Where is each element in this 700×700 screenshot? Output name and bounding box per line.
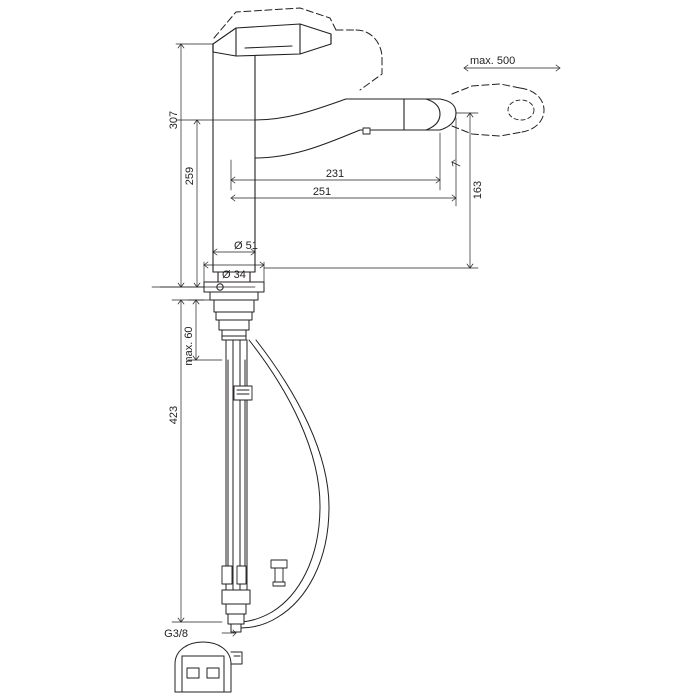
tap-spout-arm xyxy=(254,98,457,159)
deck-mounting-assembly xyxy=(203,281,265,341)
dimension-labels: 307 259 231 251 163 max. 500 Ø 51 Ø 34 m… xyxy=(164,55,515,640)
tap-lever-handle xyxy=(212,23,332,57)
dim-hose-length: 423 xyxy=(168,406,180,424)
dim-connection-thread: G3/8 xyxy=(164,628,188,640)
g38-connector xyxy=(221,589,251,633)
dimension-lines xyxy=(151,43,561,637)
tap-column-body xyxy=(212,43,256,283)
dim-spout-height: 163 xyxy=(472,181,484,199)
pullout-spray-head-dashed xyxy=(507,99,535,121)
dim-reach-outer: 251 xyxy=(313,186,331,198)
dim-pullout-reach: max. 500 xyxy=(470,55,515,67)
dim-height-spout: 259 xyxy=(184,167,196,185)
pullout-spray-extended-outline xyxy=(213,7,383,91)
counterweight xyxy=(174,641,243,693)
dim-deck-thickness: max. 60 xyxy=(183,326,195,365)
hose-label-block xyxy=(233,385,253,401)
pullout-spray-hose-dashed xyxy=(451,83,545,137)
dim-reach-inner: 231 xyxy=(326,168,344,180)
hose-end-fittings xyxy=(221,559,288,587)
dim-height-total: 307 xyxy=(168,111,180,129)
dim-base-diameter: Ø 34 xyxy=(222,269,246,281)
spray-outlet-detail xyxy=(362,127,371,135)
dim-spout-diameter: Ø 51 xyxy=(234,240,258,252)
supply-hoses xyxy=(225,339,248,591)
